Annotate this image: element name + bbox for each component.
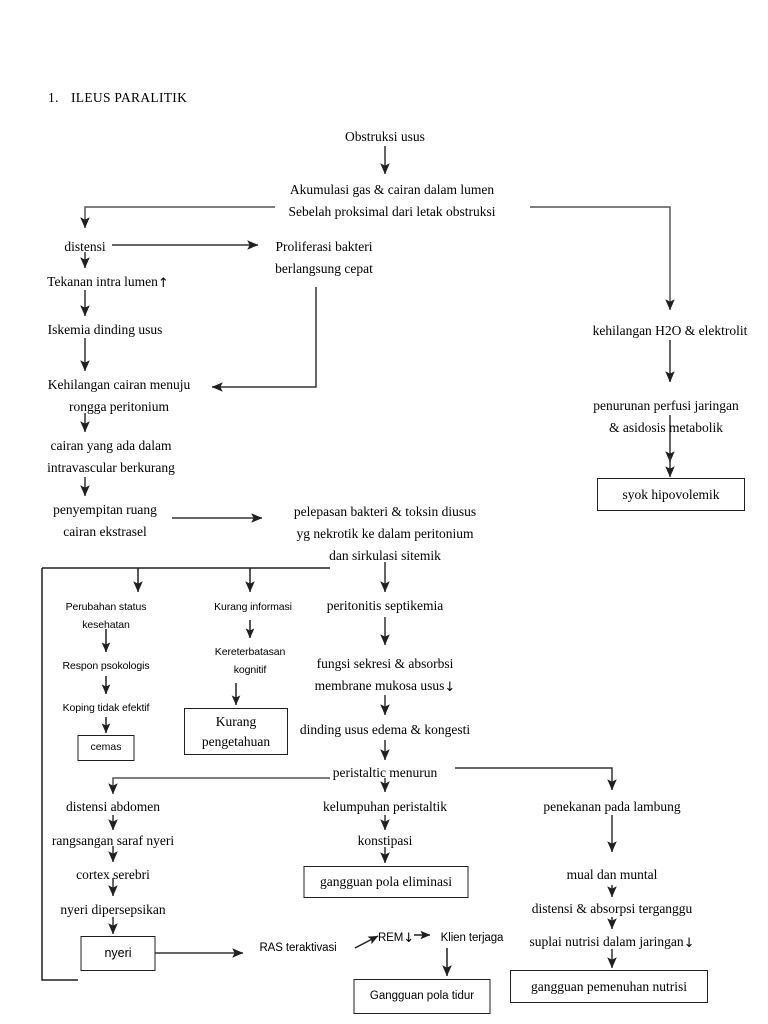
node-mual-muntal: mual dan muntal [566, 867, 658, 882]
node-fungsi-sekresi-line1: fungsi sekresi & absorbsi [316, 656, 454, 671]
node-akumulasi-gas: Akumulasi gas & cairan dalam lumen Sebel… [289, 179, 496, 223]
node-iskemia-dinding-usus: Iskemia dinding usus [47, 322, 163, 337]
node-distensi-absorpsi: distensi & absorpsi terganggu [531, 901, 693, 916]
node-fungsi-sekresi-line2: membrane mukosa usus↓ [314, 677, 456, 695]
box-kurang-pengetahuan-line2: pengetahuan [201, 733, 271, 749]
node-fungsi-sekresi-line2-label: membrane mukosa usus [314, 677, 445, 693]
node-proliferasi-bakteri: Proliferasi bakteri berlangsung cepat [275, 236, 373, 280]
box-gangguan-pola-eliminasi: gangguan pola eliminasi [303, 866, 469, 898]
node-rem: REM↓ [377, 931, 415, 946]
box-nyeri: nyeri [80, 936, 156, 971]
node-proliferasi-line2: berlangsung cepat [275, 260, 373, 276]
node-peristaltic-menurun: peristaltic menurun [332, 765, 438, 780]
node-peritonitis-septikemia: peritonitis septikemia [326, 598, 444, 613]
node-perubahan-status: Perubahan status kesehatan [66, 598, 147, 635]
node-perubahan-status-line1: Perubahan status [65, 601, 147, 613]
node-kehilangan-cairan: Kehilangan cairan menuju rongga peritoni… [48, 374, 190, 418]
node-tekanan-label: Tekanan intra lumen [47, 274, 158, 289]
node-perubahan-status-line2: kesehatan [82, 619, 130, 632]
box-kurang-pengetahuan: Kurang pengetahuan [184, 708, 288, 755]
node-kehilangan-h2o: kehilangan H2O & elektrolit [592, 323, 748, 338]
node-pelepasan-line2: yg nekrotik ke dalam peritonium [296, 525, 474, 541]
node-kereterbatasan-kognitif: Kereterbatasan kognitif [214, 643, 286, 680]
node-suplai-nutrisi: suplai nutrisi dalam jaringan↓ [529, 934, 695, 951]
node-kehilangan-cairan-line2: rongga peritonium [68, 398, 170, 414]
box-syok-hipovolemik: syok hipovolemik [597, 478, 745, 511]
node-distensi-abdomen: distensi abdomen [65, 799, 161, 814]
node-penyempitan-ruang: penyempitan ruang cairan ekstrasel [53, 499, 157, 543]
node-penekanan-lambung: penekanan pada lambung [543, 799, 681, 814]
node-pelepasan-line1: pelepasan bakteri & toksin diusus [293, 504, 477, 519]
node-penurunan-perfusi-line2: & asidosis metabolik [608, 419, 723, 435]
node-kurang-informasi: Kurang informasi [214, 601, 292, 613]
box-gangguan-pemenuhan-nutrisi: gangguan pemenuhan nutrisi [510, 970, 708, 1003]
node-cairan-intravascular-line1: cairan yang ada dalam [50, 438, 172, 453]
node-penyempitan-line2: cairan ekstrasel [63, 523, 147, 539]
node-rem-label: REM [377, 932, 404, 944]
node-obstruksi-usus: Obstruksi usus [345, 129, 425, 144]
node-cairan-intravascular-line2: intravascular berkurang [47, 459, 175, 475]
node-pelepasan-line3: dan sirkulasi sitemik [329, 547, 441, 563]
node-rangsangan-saraf-nyeri: rangsangan saraf nyeri [51, 833, 175, 848]
node-distensi: distensi [64, 239, 106, 254]
node-penurunan-perfusi: penurunan perfusi jaringan & asidosis me… [593, 395, 738, 439]
node-ras-teraktivasi: RAS teraktivasi [259, 942, 337, 954]
node-koping-tidak-efektif: Koping tidak efektif [62, 702, 150, 714]
node-kereterbatasan-line1: Kereterbatasan [214, 646, 286, 658]
node-kereterbatasan-line2: kognitif [233, 664, 267, 677]
node-dinding-usus-edema: dinding usus edema & kongesti [299, 722, 471, 737]
page-title: ILEUS PARALITIK [71, 90, 188, 105]
box-kurang-pengetahuan-line1: Kurang [215, 713, 257, 729]
node-pelepasan-bakteri: pelepasan bakteri & toksin diusus yg nek… [294, 501, 476, 567]
node-fungsi-sekresi: fungsi sekresi & absorbsi membrane mukos… [315, 653, 456, 697]
node-kelumpuhan-peristaltik: kelumpuhan peristaltik [322, 799, 448, 814]
node-respon-psokologis: Respon psokologis [62, 660, 150, 672]
node-konstipasi: konstipasi [357, 833, 413, 848]
box-cemas: cemas [77, 735, 135, 761]
node-cairan-intravascular: cairan yang ada dalam intravascular berk… [47, 435, 175, 479]
node-nyeri-dipersepsikan: nyeri dipersepsikan [60, 902, 166, 917]
node-proliferasi-line1: Proliferasi bakteri [275, 239, 373, 254]
node-cortex-serebri: cortex serebri [76, 867, 150, 882]
box-gangguan-pola-tidur: Gangguan pola tidur [353, 979, 491, 1014]
node-penyempitan-line1: penyempitan ruang [53, 502, 157, 517]
node-akumulasi-line2: Sebelah proksimal dari letak obstruksi [288, 203, 496, 219]
section-number: 1. [48, 90, 59, 105]
node-tekanan-intra-lumen: Tekanan intra lumen↑ [47, 274, 169, 291]
node-klien-terjaga: Klien terjaga [440, 932, 504, 944]
node-penurunan-perfusi-line1: penurunan perfusi jaringan [593, 398, 739, 413]
node-akumulasi-line1: Akumulasi gas & cairan dalam lumen [289, 182, 495, 197]
node-suplai-nutrisi-label: suplai nutrisi dalam jaringan [529, 934, 684, 949]
node-kehilangan-cairan-line1: Kehilangan cairan menuju [47, 377, 191, 392]
